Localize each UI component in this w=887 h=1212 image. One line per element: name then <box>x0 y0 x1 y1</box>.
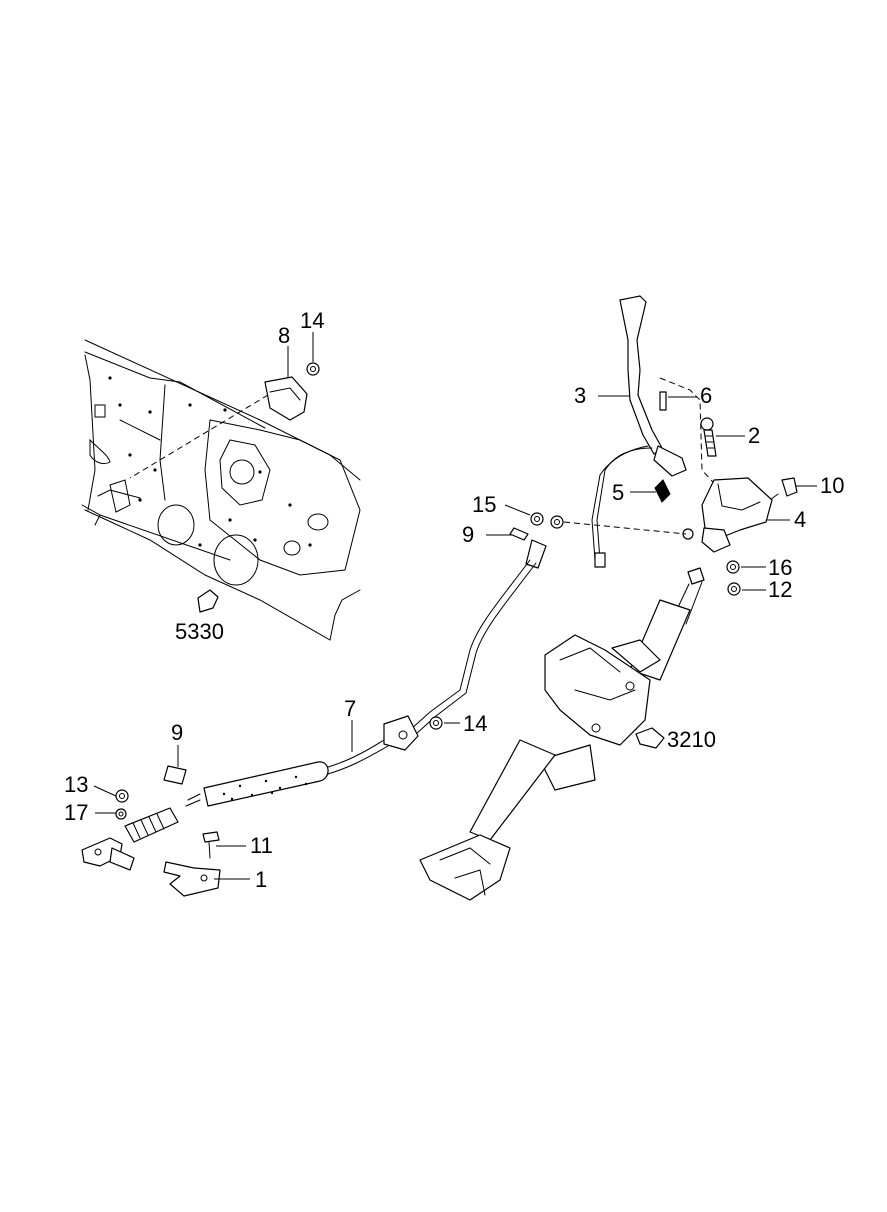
part-15-nut <box>530 512 544 526</box>
part-8-cover <box>264 376 308 421</box>
part-14-nut-upper <box>306 362 320 376</box>
callout-1: 1 <box>255 867 267 892</box>
part-13-nut <box>115 789 129 803</box>
part-5-spring <box>654 479 671 503</box>
callout-4: 4 <box>794 507 806 532</box>
dash-line-cover <box>129 394 269 479</box>
steering-column <box>419 567 705 901</box>
dash-panel <box>81 339 361 641</box>
callout-13: 13 <box>64 772 88 797</box>
part-11-bolt <box>202 831 220 859</box>
callout-3: 3 <box>574 383 586 408</box>
part-1-bracket <box>163 861 221 897</box>
part-12-washer <box>727 582 741 596</box>
part-3-shift-lever <box>591 295 687 568</box>
part-2-bolt <box>700 417 717 457</box>
callouts: 8 14 3 6 2 10 5 15 9 4 16 12 5330 7 14 3… <box>64 308 844 892</box>
callout-12: 12 <box>768 577 792 602</box>
part-10-bolt <box>769 477 798 501</box>
dash-line-cable-end <box>563 521 687 535</box>
part-9-clip-lower <box>163 765 187 785</box>
part-16-nut <box>726 560 740 574</box>
callout-15: 15 <box>472 492 496 517</box>
callout-10: 10 <box>820 473 844 498</box>
callout-14-upper: 14 <box>300 308 324 333</box>
leader-13 <box>93 785 117 797</box>
cable-sleeve-texture <box>222 775 308 801</box>
callout-14-lower: 14 <box>463 711 487 736</box>
callout-5330: 5330 <box>175 619 224 644</box>
callout-16: 16 <box>768 555 792 580</box>
part-boot-end <box>81 807 179 871</box>
part-7-cable <box>185 539 547 807</box>
part-4-bracket <box>682 477 773 553</box>
callout-17: 17 <box>64 800 88 825</box>
part-17-washer <box>115 808 127 820</box>
callout-8: 8 <box>278 323 290 348</box>
callout-6: 6 <box>700 383 712 408</box>
callout-2: 2 <box>748 423 760 448</box>
part-6-pin <box>659 391 667 411</box>
callout-3210: 3210 <box>667 727 716 752</box>
part-14-nut-lower <box>429 716 443 730</box>
callout-5: 5 <box>612 480 624 505</box>
leader-15 <box>504 504 531 516</box>
callout-9-upper: 9 <box>462 522 474 547</box>
part-5330 <box>197 589 219 613</box>
callout-11: 11 <box>250 833 273 858</box>
part-eyelet <box>550 515 564 529</box>
callout-9-lower: 9 <box>171 720 183 745</box>
part-3210 <box>635 727 665 749</box>
part-9-clip-upper <box>509 527 529 541</box>
callout-7: 7 <box>344 696 356 721</box>
dash-line-6 <box>659 377 721 491</box>
